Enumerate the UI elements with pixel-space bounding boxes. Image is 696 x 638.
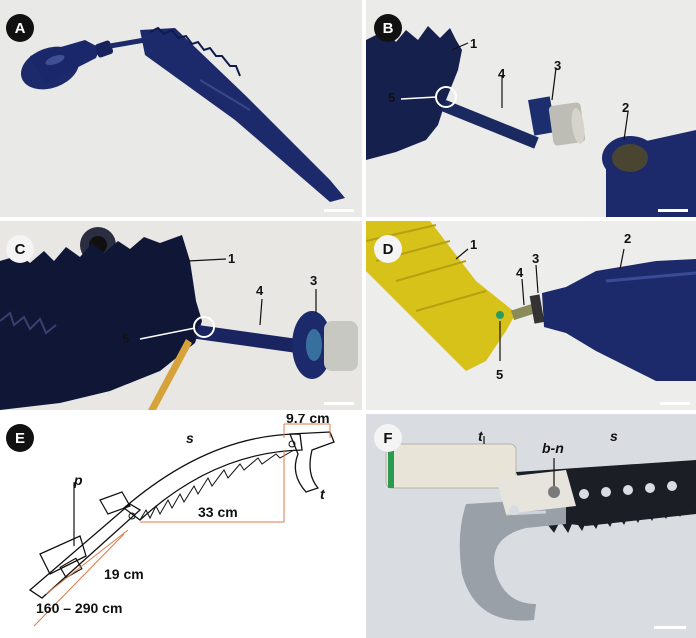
measurement-hook-length: 9.7 cm xyxy=(286,414,330,426)
bolt xyxy=(441,100,539,149)
callout-5: 5 xyxy=(388,90,396,105)
callout-3: 3 xyxy=(310,273,318,288)
panel-b: B 1 2 3 4 5 xyxy=(366,0,696,217)
panel-c-photo xyxy=(0,227,358,410)
panel-label-c: C xyxy=(6,235,34,263)
scale-bar xyxy=(660,402,690,405)
panel-label-d: D xyxy=(374,235,402,263)
label-b-n: b-n xyxy=(542,440,564,456)
saw-blade-outline xyxy=(122,433,303,521)
callout-2: 2 xyxy=(622,100,630,115)
metal-hook xyxy=(459,498,566,621)
measurement-lines xyxy=(33,423,331,627)
saw-blade xyxy=(366,26,462,160)
scale-bar xyxy=(654,626,686,629)
callout-4: 4 xyxy=(256,283,264,298)
label-s: s xyxy=(610,428,618,444)
nut xyxy=(529,294,545,324)
panel-d-photo xyxy=(366,221,696,381)
panel-label-f: F xyxy=(374,424,402,452)
panel-a-photo xyxy=(20,26,345,202)
label-t: t xyxy=(478,428,483,444)
bracket xyxy=(496,470,576,514)
scale-bar xyxy=(324,209,354,212)
panel-label-e: E xyxy=(6,424,34,452)
bottle-cap-insert xyxy=(324,321,358,371)
nut xyxy=(528,96,556,136)
tube xyxy=(385,443,517,489)
measurement-clamp-length: 19 cm xyxy=(104,566,144,582)
painted-bottle xyxy=(542,259,696,381)
label-p: p xyxy=(74,472,83,488)
callout-4: 4 xyxy=(516,265,524,280)
panel-b-photo xyxy=(366,26,696,217)
callout-1: 1 xyxy=(228,251,236,266)
panel-label-a: A xyxy=(6,14,34,42)
scale-bar xyxy=(324,402,354,405)
pole-outline xyxy=(28,503,142,599)
panel-f: F t b-n s xyxy=(366,414,696,638)
scale-bar xyxy=(658,209,688,212)
bolt xyxy=(109,37,146,49)
callout-1: 1 xyxy=(470,36,478,51)
panel-e: E s p t 9.7 cm 33 cm 19 cm 160 – 290 cm xyxy=(0,414,362,638)
callout-1: 1 xyxy=(470,237,478,252)
measurement-blade-length: 33 cm xyxy=(198,504,238,520)
panel-c: C 1 3 4 5 xyxy=(0,221,362,410)
label-t: t xyxy=(320,486,325,502)
callout-3: 3 xyxy=(532,251,540,266)
panel-a: A xyxy=(0,0,362,217)
panel-label-b: B xyxy=(374,14,402,42)
callout-4: 4 xyxy=(498,66,506,81)
pole-clamp xyxy=(39,535,87,575)
callout-5: 5 xyxy=(122,331,130,346)
bolt xyxy=(196,325,307,355)
painted-bottle xyxy=(20,40,114,90)
bolt-nut xyxy=(548,486,560,498)
callout-5: 5 xyxy=(496,367,504,382)
measurement-pole-length: 160 – 290 cm xyxy=(36,600,123,616)
callout-2: 2 xyxy=(624,231,632,246)
callout-3: 3 xyxy=(554,58,562,73)
panel-f-photo xyxy=(385,436,696,621)
highlight-circle xyxy=(193,316,215,338)
yellow-saw-blade xyxy=(366,221,516,371)
hook-outline xyxy=(289,431,335,493)
label-s: s xyxy=(186,430,194,446)
pruning-saw-schematic xyxy=(28,423,335,627)
panel-d: D 1 2 3 4 5 xyxy=(366,221,696,410)
pencil xyxy=(148,339,192,410)
saw-blade xyxy=(0,235,202,410)
painted-saw-blade xyxy=(140,28,345,202)
